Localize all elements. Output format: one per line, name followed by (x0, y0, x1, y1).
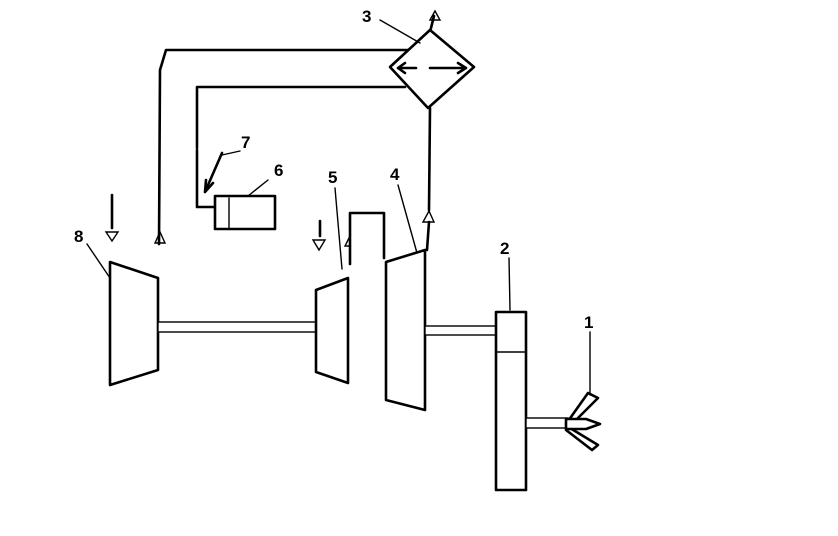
fuel-injector (203, 151, 224, 194)
duct-exchanger-to-turbine (427, 106, 432, 212)
leader-6 (247, 179, 269, 197)
interturbine-duct (348, 211, 386, 266)
label-7: 7 (241, 133, 250, 152)
combustor (213, 194, 277, 231)
leader-7 (221, 150, 241, 156)
shaft-high (424, 325, 498, 336)
leader-5 (334, 187, 343, 270)
duct-into-combustor (195, 148, 216, 209)
duct-exchanger-to-combustor (195, 85, 407, 150)
label-8: 8 (74, 227, 83, 246)
turbine4-inlet-arrow-icon (421, 209, 436, 223)
compressor-outlet-arrow-icon (153, 230, 167, 244)
low-pressure-turbine (314, 276, 350, 385)
exchanger-flow-arrow (396, 61, 468, 75)
turbine5-inlet-arrow-icon (311, 239, 327, 252)
label-3: 3 (362, 7, 371, 26)
gearbox (494, 310, 528, 492)
leader-2 (508, 257, 511, 311)
leader-3 (379, 19, 421, 44)
propeller-hub (564, 417, 602, 431)
high-pressure-turbine (384, 248, 427, 412)
propeller-shaft (525, 417, 569, 429)
turbine4-inlet (425, 220, 431, 252)
compressor (108, 260, 160, 387)
label-1: 1 (584, 313, 593, 332)
compressor-inlet-arrow-icon (104, 231, 120, 243)
propeller-blade-lower (564, 426, 600, 452)
shaft-low (157, 321, 319, 333)
exhaust-arrow-icon (428, 9, 442, 21)
label-2: 2 (500, 239, 509, 258)
label-4: 4 (390, 165, 400, 184)
leader-4 (397, 184, 418, 254)
label-5: 5 (328, 168, 337, 187)
label-6: 6 (274, 161, 283, 180)
leader-8 (86, 243, 111, 279)
duct-compressor-to-exchanger (157, 48, 417, 246)
